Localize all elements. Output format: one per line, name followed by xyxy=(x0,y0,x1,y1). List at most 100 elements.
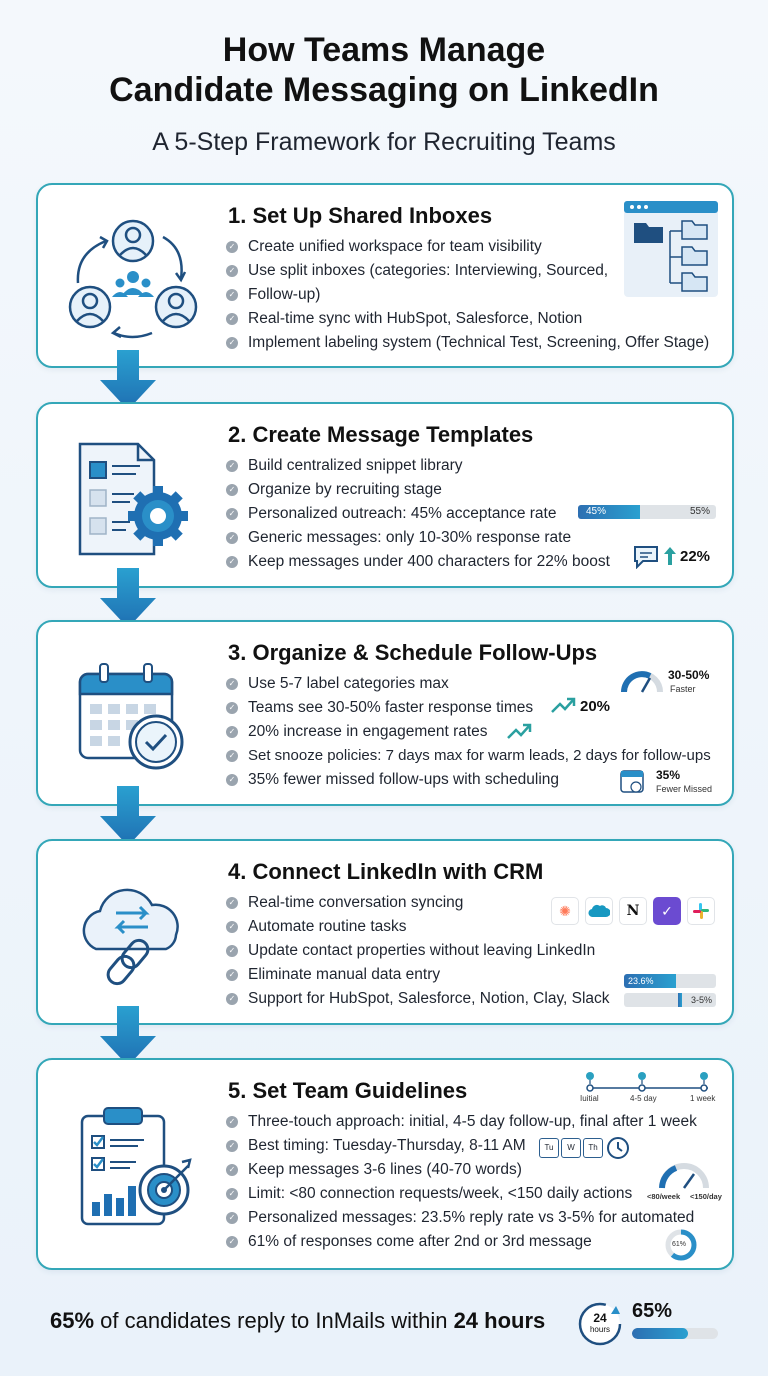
list-item: Best timing: Tuesday-Thursday, 8-11 AM xyxy=(226,1134,697,1158)
list-item: Keep messages 3-6 lines (40-70 words) xyxy=(226,1158,697,1182)
list-item: Keep messages under 400 characters for 2… xyxy=(226,550,610,574)
list-item: Personalized outreach: 45% acceptance ra… xyxy=(226,502,610,526)
list-item: Use split inboxes (categories: Interview… xyxy=(226,259,709,283)
team-sync-icon xyxy=(68,219,198,339)
acceptance-left-label: 45% xyxy=(586,506,607,517)
footer-percent: 65% xyxy=(50,1308,95,1333)
list-item: 61% of responses come after 2nd or 3rd m… xyxy=(226,1230,697,1254)
list-item: Real-time sync with HubSpot, Salesforce,… xyxy=(226,307,709,331)
limit-weekly-label: <80/week xyxy=(647,1192,681,1201)
salesforce-icon xyxy=(585,897,613,925)
clipboard-target-icon xyxy=(80,1107,192,1226)
limit-gauge-icon xyxy=(659,1163,709,1189)
acceptance-bar: 45% 55% xyxy=(578,505,716,519)
hours-badge-unit: hours xyxy=(589,1325,610,1334)
engagement-value: 20% xyxy=(580,698,611,715)
timeline-label-final: 1 week xyxy=(690,1094,716,1103)
page-title: How Teams Manage Candidate Messaging on … xyxy=(0,30,768,110)
footer-statement: 65% of candidates reply to InMails withi… xyxy=(50,1308,545,1334)
down-arrow-icon xyxy=(100,350,156,410)
footer-text: of candidates reply to InMails within xyxy=(94,1308,454,1333)
faster-value: 30-50% xyxy=(668,668,710,682)
limit-daily-label: <150/day xyxy=(690,1192,722,1201)
clock-icon xyxy=(607,1137,629,1159)
boost-value: 22% xyxy=(680,548,711,565)
hours-badge-icon xyxy=(578,1302,622,1346)
step-1-title: 1. Set Up Shared Inboxes xyxy=(228,203,493,228)
speedometer-icon xyxy=(621,671,663,693)
trend-up-icon xyxy=(551,697,576,713)
automated-rate-bar: 3-5% xyxy=(624,993,716,1007)
hubspot-icon: ✺ xyxy=(551,897,579,925)
slack-icon xyxy=(687,897,715,925)
chat-bubble-icon xyxy=(634,546,658,569)
down-arrow-icon xyxy=(100,568,156,628)
step-5-bullets: Three-touch approach: initial, 4-5 day f… xyxy=(226,1110,697,1254)
automated-rate-label: 3-5% xyxy=(690,995,712,1005)
page-subtitle: A 5-Step Framework for Recruiting Teams xyxy=(152,128,616,156)
day-wednesday-icon: W xyxy=(561,1138,581,1158)
day-thursday-icon: Th xyxy=(583,1138,603,1158)
calendar-clock-icon xyxy=(78,663,184,770)
cloud-link-icon xyxy=(82,888,179,986)
document-gear-icon xyxy=(78,442,188,556)
list-item: 35% fewer missed follow-ups with schedul… xyxy=(226,768,711,792)
timeline-label-mid: 4-5 day xyxy=(630,1094,657,1103)
hours-badge-number: 24 xyxy=(593,1311,607,1325)
missed-label: Fewer Missed xyxy=(656,784,713,794)
list-item: Use 5-7 label categories max xyxy=(226,672,711,696)
donut-label: 61% xyxy=(672,1241,687,1248)
list-item: Three-touch approach: initial, 4-5 day f… xyxy=(226,1110,697,1134)
list-item: Personalized messages: 23.5% reply rate … xyxy=(226,1206,697,1230)
responses-donut-chart xyxy=(665,1229,697,1261)
step-3-bullets: Use 5-7 label categories max Teams see 3… xyxy=(226,672,711,792)
timeline-label-initial: Iuitial xyxy=(580,1094,599,1103)
title-line-1: How Teams Manage xyxy=(222,31,546,69)
step-2-card: 2. Create Message Templates Build centra… xyxy=(36,402,734,588)
footer-stat-bar xyxy=(632,1328,718,1339)
step-5-card: 5. Set Team Guidelines Three-touch appro… xyxy=(36,1058,734,1270)
step-5-title: 5. Set Team Guidelines xyxy=(228,1078,468,1103)
day-tuesday-icon: Tu xyxy=(539,1138,559,1158)
notion-icon: N xyxy=(619,897,647,925)
step-4-title: 4. Connect LinkedIn with CRM xyxy=(228,859,544,884)
list-item: 20% increase in engagement rates xyxy=(226,720,711,744)
reply-rate-label: 23.6% xyxy=(628,976,654,986)
acceptance-bar-fill xyxy=(578,505,641,519)
acceptance-right-label: 55% xyxy=(689,506,710,517)
step-4-card: 4. Connect LinkedIn with CRM Real-time c… xyxy=(36,839,734,1025)
faster-label: Faster xyxy=(670,684,696,694)
list-item: Set snooze policies: 7 days max for warm… xyxy=(226,744,711,768)
down-arrow-icon xyxy=(100,1006,156,1066)
folder-tree-icon xyxy=(624,201,718,297)
step-4-bullets: Real-time conversation syncing Automate … xyxy=(226,891,610,1011)
list-item: Support for HubSpot, Salesforce, Notion,… xyxy=(226,987,610,1011)
clay-icon: ✓ xyxy=(653,897,681,925)
list-item: Follow-up) xyxy=(226,283,709,307)
timeline-icon xyxy=(586,1072,708,1092)
step-1-bullets: Create unified workspace for team visibi… xyxy=(226,235,709,355)
list-item: Organize by recruiting stage xyxy=(226,478,610,502)
title-line-2: Candidate Messaging on LinkedIn xyxy=(109,71,659,109)
list-item: Create unified workspace for team visibi… xyxy=(226,235,709,259)
reply-rate-bar-fill xyxy=(624,974,677,988)
automated-rate-bar-fill xyxy=(678,993,682,1007)
step-3-title: 3. Organize & Schedule Follow-Ups xyxy=(228,640,598,665)
list-item: Build centralized snippet library xyxy=(226,454,610,478)
footer-stat-bar-fill xyxy=(632,1328,688,1339)
up-arrow-icon xyxy=(664,547,676,565)
list-item: Eliminate manual data entry xyxy=(226,963,610,987)
list-item: Limit: <80 connection requests/week, <15… xyxy=(226,1182,697,1206)
trend-up-icon xyxy=(507,723,532,739)
step-2-title: 2. Create Message Templates xyxy=(228,422,534,447)
footer-time: 24 hours xyxy=(453,1308,546,1333)
calendar-icon xyxy=(620,770,644,793)
list-item: Teams see 30-50% faster response times xyxy=(226,696,711,720)
missed-value: 35% xyxy=(656,768,681,782)
footer-stat-value: 65% xyxy=(632,1300,673,1322)
list-item: Real-time conversation syncing xyxy=(226,891,610,915)
list-item: Implement labeling system (Technical Tes… xyxy=(226,331,709,355)
reply-rate-bar: 23.6% xyxy=(624,974,716,988)
list-item: Automate routine tasks xyxy=(226,915,610,939)
list-item: Generic messages: only 10-30% response r… xyxy=(226,526,610,550)
